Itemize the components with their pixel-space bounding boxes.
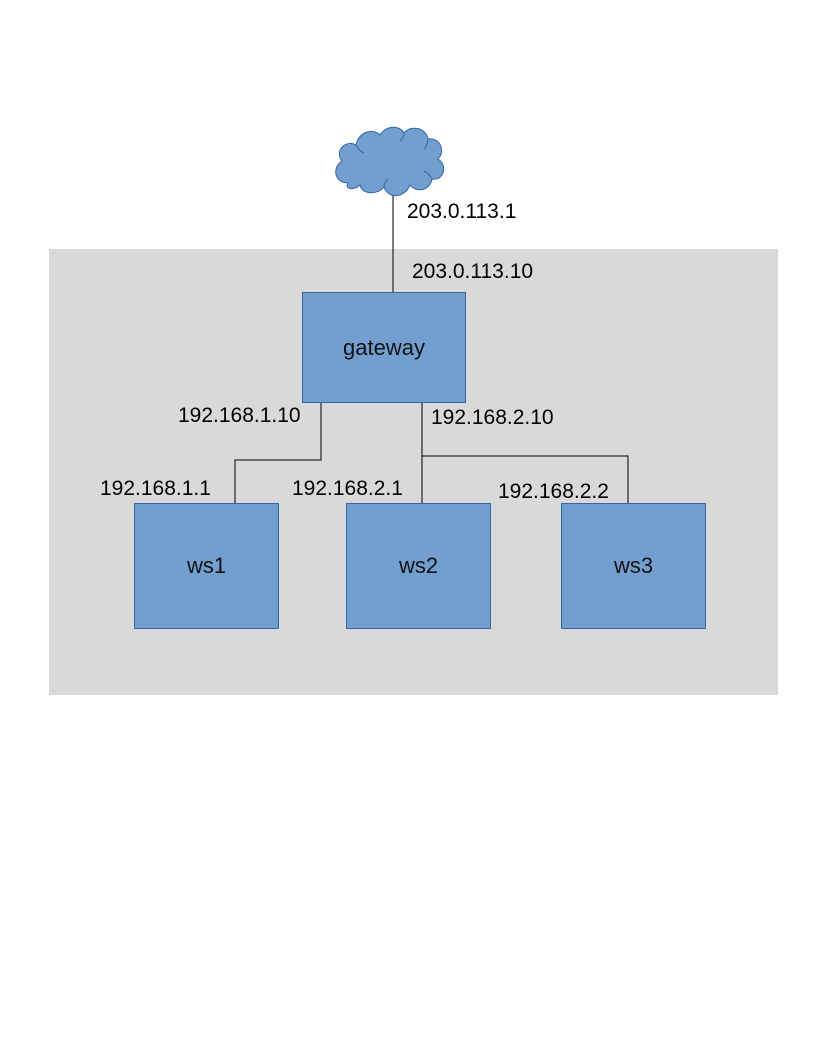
gateway-wan-ip-label: 203.0.113.10: [412, 260, 534, 283]
ws3-label: ws3: [613, 553, 654, 578]
ws1-node: ws1: [134, 503, 279, 629]
gateway-label: gateway: [343, 334, 425, 360]
ws2-node: ws2: [346, 503, 491, 629]
ws3-ip-label: 192.168.2.2: [498, 480, 609, 503]
internet-ip-label: 203.0.113.1: [407, 200, 517, 223]
ws1-ip-label: 192.168.1.1: [100, 477, 211, 500]
internet-cloud-icon: [335, 126, 445, 197]
ws1-label: ws1: [186, 553, 227, 578]
ws2-ip-label: 192.168.2.1: [292, 477, 403, 500]
ws3-node: ws3: [561, 503, 706, 629]
gateway-node: gateway: [302, 292, 466, 403]
ws2-label: ws2: [398, 553, 439, 578]
gateway-lan1-ip-label: 192.168.1.10: [178, 404, 301, 427]
gateway-lan2-ip-label: 192.168.2.10: [431, 406, 554, 429]
